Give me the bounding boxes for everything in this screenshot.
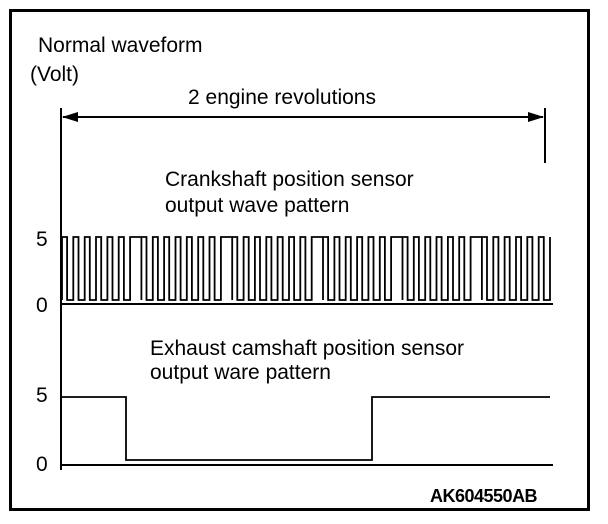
crank-high-voltage-label: 5 [36,228,48,251]
crank-low-voltage-label: 0 [36,294,48,317]
crank-caption-line2: output wave pattern [165,194,350,217]
cam-low-voltage-label: 0 [36,453,48,476]
crank-wave-pattern [61,236,551,301]
revolutions-label: 2 engine revolutions [188,86,376,109]
crank-caption-line1: Crankshaft position sensor [165,168,414,191]
revolution-arrow-right-head [528,112,544,122]
cam-caption-line2: output ware pattern [150,361,331,384]
volt-unit-label: (Volt) [30,63,80,86]
waveform-title: Normal waveform [38,34,203,57]
cam-high-voltage-label: 5 [36,384,48,407]
revolution-arrow-left-head [62,112,78,122]
figure-code: AK604550AB [430,486,538,506]
diagram-frame [9,9,590,511]
cam-wave-pattern [61,396,550,461]
cam-caption-line1: Exhaust camshaft position sensor [150,337,464,360]
